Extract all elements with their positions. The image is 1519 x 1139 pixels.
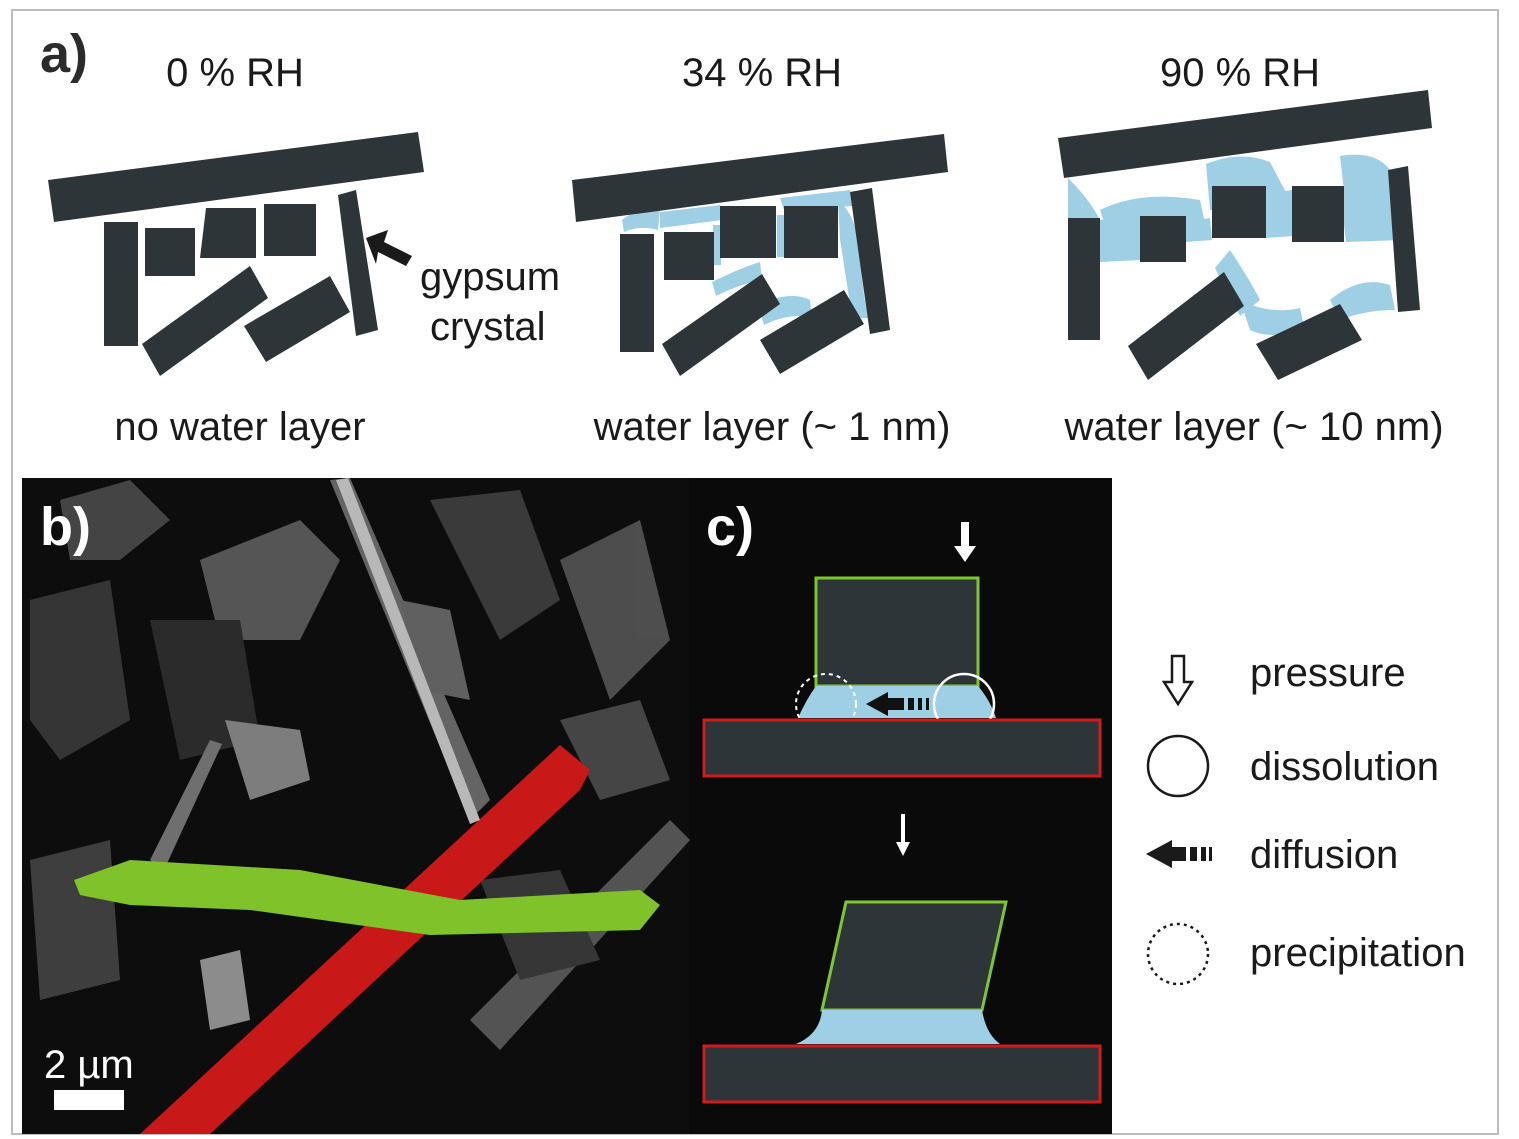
legend-pressure: pressure — [1250, 651, 1406, 695]
sem-green-crystal — [74, 860, 660, 935]
panel-b: b) 2 µm — [22, 478, 690, 1134]
upper-grain-before — [814, 576, 980, 688]
precipitation-circle-diagram — [795, 673, 857, 735]
rh-label-0: 0 % RH — [166, 51, 304, 95]
panel-c-letter: c) — [706, 497, 754, 557]
crystal-label: crystal — [430, 305, 546, 349]
solid-circle-icon — [1146, 734, 1210, 798]
diffusion-arrow-diagram-icon — [866, 692, 929, 716]
legend: pressure dissolution diffusion precipita… — [1146, 651, 1466, 986]
legend-dissolution: dissolution — [1250, 745, 1439, 789]
caption-34: water layer (~ 1 nm) — [593, 405, 951, 449]
scale-bar-label: 2 µm — [44, 1043, 134, 1087]
rh-label-90: 90 % RH — [1160, 51, 1320, 95]
diffusion-arrow-icon — [1146, 840, 1212, 868]
rh-label-34: 34 % RH — [682, 51, 842, 95]
panel-a: a) 0 % RH 34 % RH 90 % RH gypsum crystal — [40, 24, 1444, 449]
lower-grain-before — [702, 718, 1102, 778]
scale-bar — [54, 1090, 124, 1110]
legend-diffusion: diffusion — [1250, 833, 1398, 877]
panel-a-letter: a) — [40, 24, 88, 84]
water-film-after — [796, 1010, 1000, 1044]
pressure-arrow-icon — [1161, 654, 1195, 707]
crystal-stack-humid-90 — [1058, 90, 1432, 380]
dashed-circle-icon — [1146, 922, 1210, 986]
crystal-stack-dry — [48, 132, 424, 376]
transition-arrow-icon — [896, 814, 910, 856]
caption-90: water layer (~ 10 nm) — [1063, 405, 1443, 449]
sem-red-crystal — [140, 745, 590, 1134]
upper-grain-after — [820, 900, 1008, 1012]
caption-0: no water layer — [114, 405, 365, 449]
panel-b-letter: b) — [40, 497, 91, 557]
sem-white-needle — [336, 478, 480, 824]
legend-precipitation: precipitation — [1250, 931, 1466, 975]
crystal-stack-humid-34 — [572, 134, 948, 376]
lower-grain-after — [702, 1044, 1102, 1104]
annotation-arrow-icon — [366, 230, 412, 266]
gypsum-label: gypsum — [420, 255, 560, 299]
pressure-arrow-top-icon — [954, 522, 976, 562]
panel-c: c) pressure dissolution — [690, 478, 1466, 1134]
